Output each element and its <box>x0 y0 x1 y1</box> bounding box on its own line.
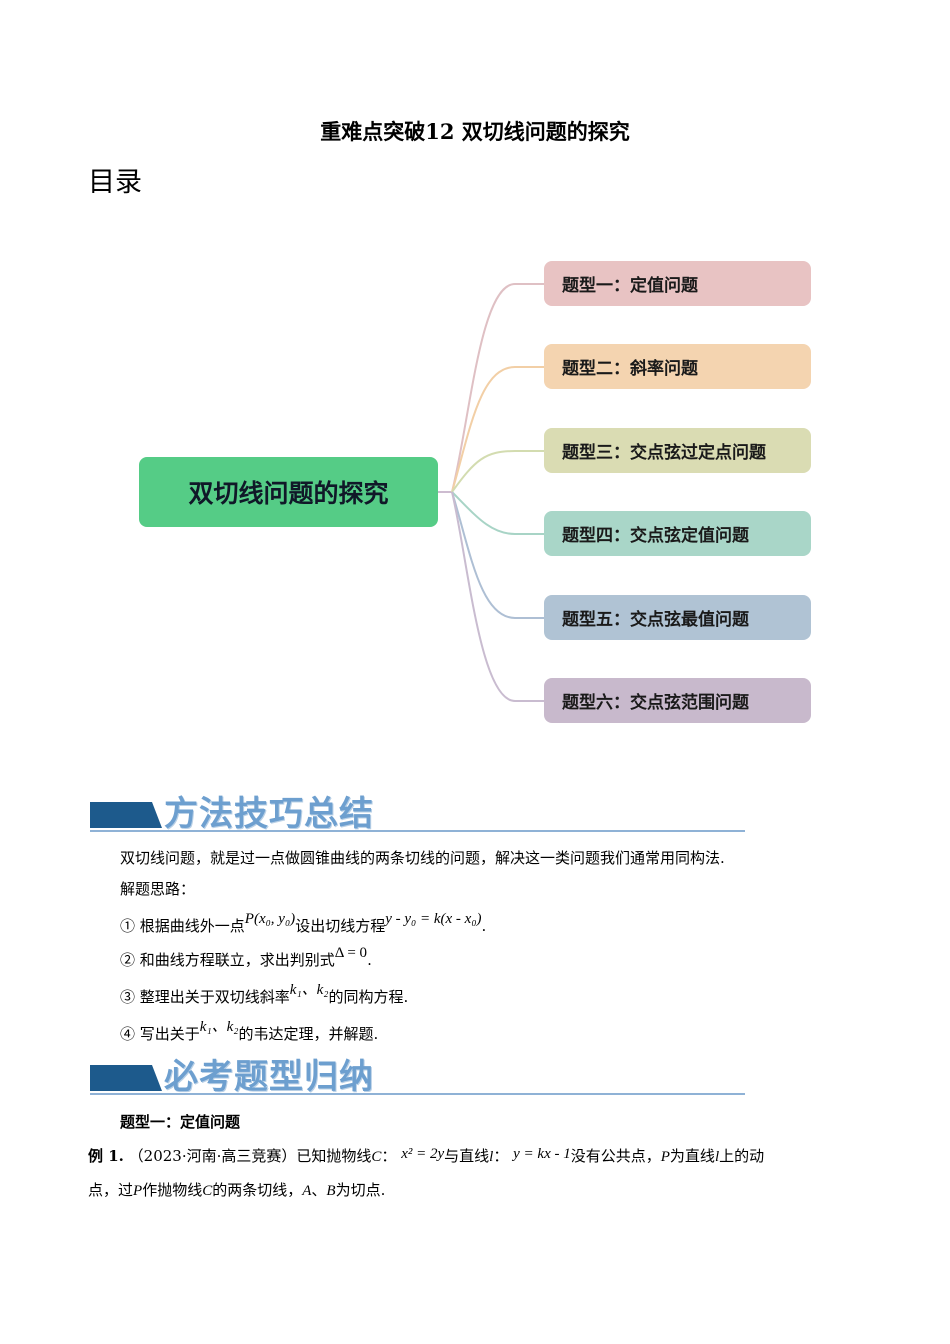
step-2: ② 和曲线方程联立，求出判别式Δ = 0. <box>120 945 372 971</box>
heading-underline <box>90 830 745 832</box>
point-p-formula: P(x₀, y₀) <box>244 911 296 927</box>
type1-heading: 题型一：定值问题 <box>120 1113 241 1131</box>
parabola-equation: x² = 2y <box>401 1146 445 1162</box>
var-l: l <box>714 1149 720 1165</box>
step-3-suffix: 的同构方程. <box>328 988 409 1006</box>
step-1: ① 根据曲线外一点P(x₀, y₀)设出切线方程y - y₀ = k(x - x… <box>120 911 487 937</box>
document-title: 重难点突破12 双切线问题的探究 <box>320 119 630 144</box>
example-text: 为直线 <box>669 1147 715 1165</box>
colon: ： <box>381 1147 397 1165</box>
section-heading-method: 方法技巧总结 <box>90 790 745 834</box>
var-A: A <box>302 1183 312 1199</box>
mindmap-connectors <box>438 283 544 702</box>
example-text: 点，过 <box>88 1181 134 1199</box>
example-text: 没有公共点， <box>570 1147 661 1165</box>
var-P: P <box>660 1149 670 1165</box>
mindmap-branch-type6[interactable]: 题型六：交点弦范围问题 <box>544 678 811 723</box>
var-C: C <box>202 1183 213 1199</box>
toc-label: 目录 <box>88 167 142 198</box>
var-C: C <box>371 1149 382 1165</box>
example-text: 已知抛物线 <box>296 1147 372 1165</box>
example-text: 作抛物线 <box>142 1181 203 1199</box>
var-l: l <box>489 1149 494 1165</box>
mindmap-branch-type2[interactable]: 题型二：斜率问题 <box>544 344 811 389</box>
step-4: ④ 写出关于k₁、k₂的韦达定理，并解题. <box>120 1019 379 1045</box>
section-heading-types: 必考题型归纳 <box>90 1053 745 1097</box>
example-source: （2023·河南·高三竞赛） <box>128 1147 297 1165</box>
var-B: B <box>326 1183 336 1199</box>
line-equation: y = kx - 1 <box>513 1146 571 1162</box>
separator: 、 <box>311 1181 327 1199</box>
colon: ： <box>493 1147 509 1165</box>
discriminant-formula: Δ = 0 <box>334 945 368 961</box>
method-intro: 双切线问题，就是过一点做圆锥曲线的两条切线的问题，解决这一类问题我们通常用同构法… <box>120 849 725 867</box>
mindmap-root-node: 双切线问题的探究 <box>139 457 438 527</box>
slopes-k1-k2: k₁、k₂ <box>289 982 329 998</box>
example-label: 例 1. <box>88 1147 124 1165</box>
section-heading-text: 方法技巧总结 <box>164 794 374 834</box>
section-heading-text: 必考题型归纳 <box>164 1057 374 1097</box>
steps-label: 解题思路： <box>120 880 196 898</box>
example-text: 的两条切线， <box>212 1181 303 1199</box>
example-1-line1: 例 1. （2023·河南·高三竞赛）已知抛物线C： x² = 2y与直线l： … <box>88 1146 764 1167</box>
step-4-prefix: ④ 写出关于 <box>120 1025 200 1043</box>
mindmap-branch-type4[interactable]: 题型四：交点弦定值问题 <box>544 511 811 556</box>
example-1-line2: 点，过P作抛物线C的两条切线，A、B为切点. <box>88 1180 385 1201</box>
slopes-k1-k2: k₁、k₂ <box>199 1019 239 1035</box>
var-P: P <box>133 1183 143 1199</box>
step-1-prefix: ① 根据曲线外一点 <box>120 917 245 935</box>
step-3: ③ 整理出关于双切线斜率k₁、k₂的同构方程. <box>120 982 409 1008</box>
example-text: 与直线 <box>444 1147 490 1165</box>
step-1-mid: 设出切线方程 <box>295 917 386 935</box>
tangent-equation: y - y₀ = k(x - x₀) <box>385 911 482 927</box>
step-3-prefix: ③ 整理出关于双切线斜率 <box>120 988 290 1006</box>
step-2-suffix: . <box>367 951 372 969</box>
mindmap-branch-type5[interactable]: 题型五：交点弦最值问题 <box>544 595 811 640</box>
heading-bar-decoration <box>90 802 162 828</box>
step-4-suffix: 的韦达定理，并解题. <box>238 1025 379 1043</box>
step-1-suffix: . <box>481 917 487 935</box>
heading-underline <box>90 1093 745 1095</box>
mindmap-branch-type3[interactable]: 题型三：交点弦过定点问题 <box>544 428 811 473</box>
example-text: 为切点. <box>335 1181 386 1199</box>
step-2-prefix: ② 和曲线方程联立，求出判别式 <box>120 951 335 969</box>
example-text: 上的动 <box>719 1147 765 1165</box>
heading-bar-decoration <box>90 1065 162 1091</box>
mindmap-branch-type1[interactable]: 题型一：定值问题 <box>544 261 811 306</box>
